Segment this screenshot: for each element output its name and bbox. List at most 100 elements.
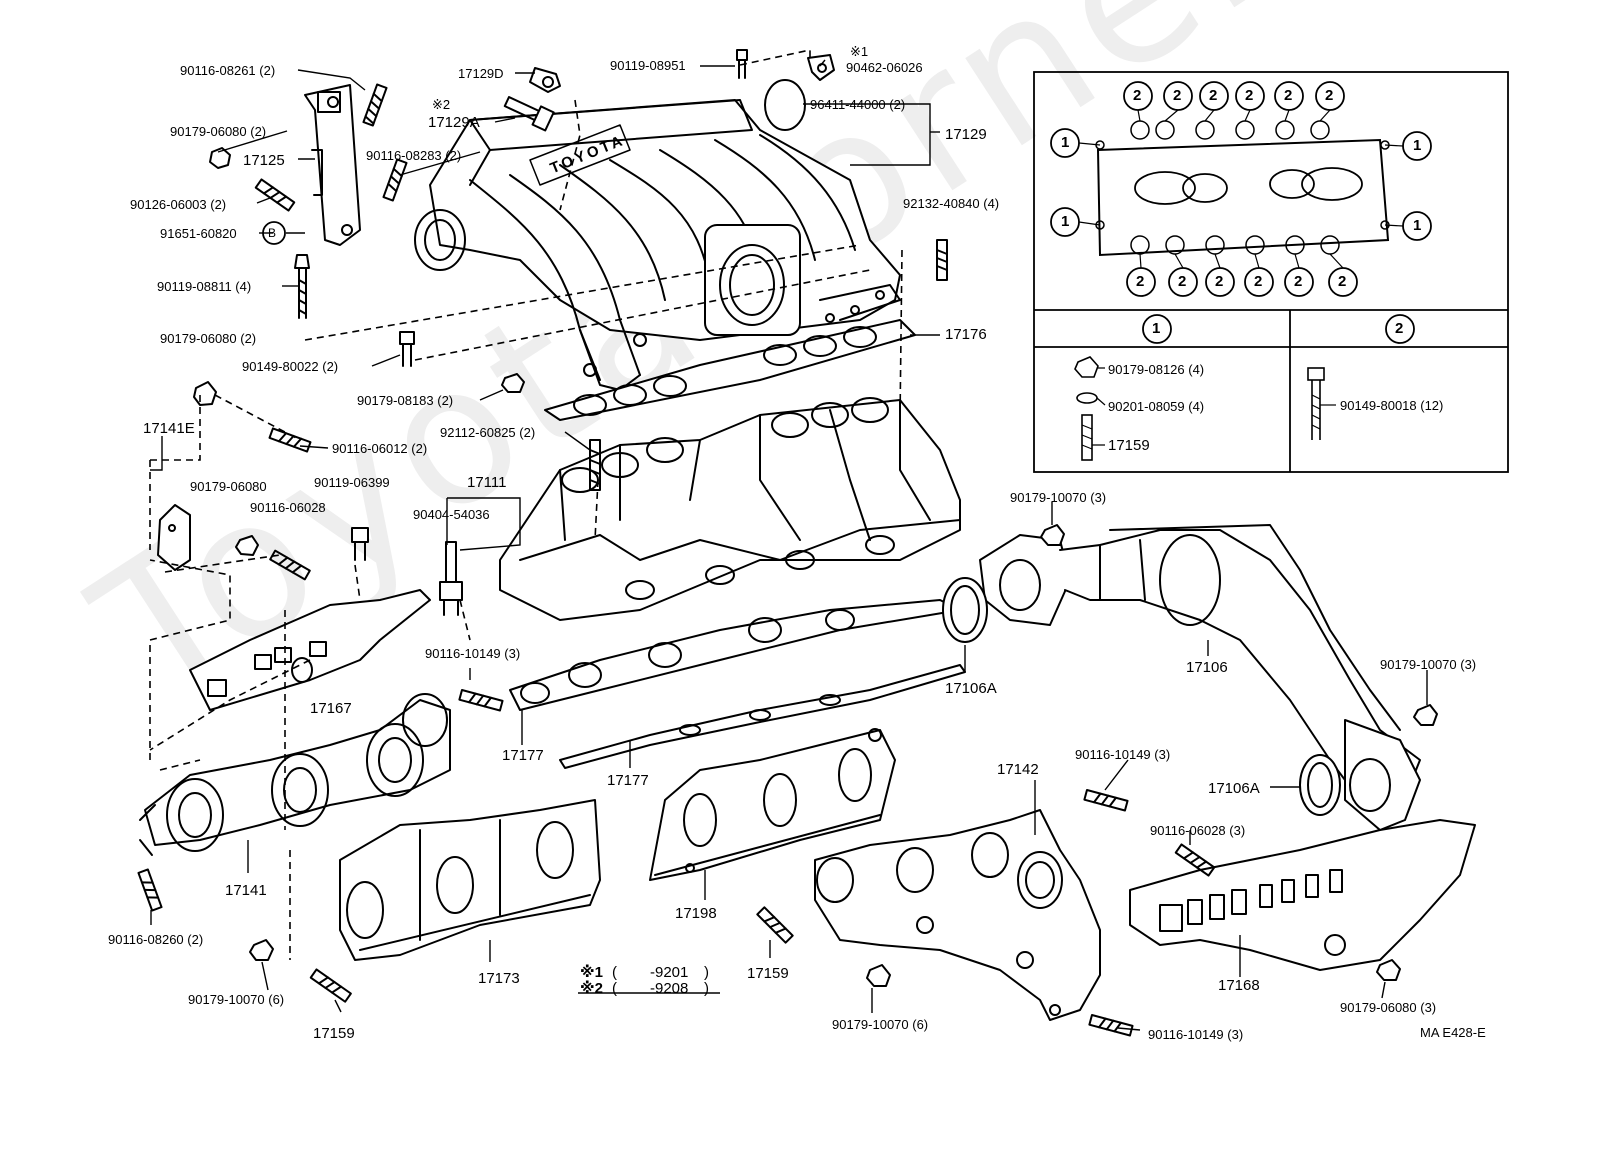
part-label-17141: 17141 (225, 882, 267, 899)
part-label-17159-center: 17159 (747, 965, 789, 982)
part-label-90116-10149-bottom: 90116-10149 (3) (1148, 1027, 1244, 1042)
part-label-90126-06003: 90126-06003 (2) (130, 197, 227, 212)
bolt-90149-80022 (399, 331, 415, 367)
sensor-90404-54036 (439, 541, 463, 616)
heat-shield-17198 (649, 728, 896, 881)
part-label-90462-06026: 90462-06026 (846, 60, 923, 75)
inset-callout-1: 1 (1413, 217, 1422, 234)
part-label-17141E: 17141E (143, 420, 195, 437)
stud-90116-10149-center (458, 688, 504, 712)
footnote-1-mark: ※1 (580, 964, 603, 981)
part-label-90149-80022: 90149-80022 (2) (242, 359, 339, 374)
part-label-90179-06080-top: 90179-06080 (2) (170, 124, 267, 139)
part-label-91651-60820: 91651-60820 (160, 226, 237, 241)
inset-callout-2: 2 (1325, 87, 1334, 104)
clip-90462-06026 (807, 54, 835, 81)
part-label-17168: 17168 (1218, 977, 1260, 994)
footnote-2-mark: ※2 (580, 980, 603, 997)
part-label-17167: 17167 (310, 700, 352, 717)
footnote-1-range: -9201 (650, 964, 689, 981)
nut-90179-06080-top (209, 147, 231, 169)
bolt-90119-08811 (294, 254, 310, 319)
part-label-90116-08261: 90116-08261 (2) (180, 63, 276, 78)
stud-90116-06028-mid (269, 549, 311, 581)
stud-17159-left (309, 968, 352, 1003)
inset-callout-2: 2 (1245, 87, 1254, 104)
gasket-inset-box (262, 71, 1509, 473)
bolt-90119-06399 (351, 527, 369, 561)
ring-gasket-17106A-upper (942, 577, 988, 643)
footnote-2-range: -9208 (650, 980, 689, 997)
part-label-90119-08811: 90119-08811 (4) (157, 279, 252, 294)
part-label-90179-06080-left: 90179-06080 (2) (160, 331, 257, 346)
part-label-90179-06080-right: 90179-06080 (3) (1340, 1000, 1437, 1015)
part-label-17111: 17111 (467, 474, 507, 491)
part-label-17176: 17176 (945, 326, 987, 343)
inset-callout-2: 2 (1215, 273, 1224, 290)
part-label-17106A-upper: 17106A (945, 680, 997, 697)
nut-90179-10070-center (866, 964, 891, 987)
part-label-90179-10070-upper: 90179-10070 (3) (1010, 490, 1107, 505)
nut-90179-10070-left (249, 939, 274, 961)
part-label-90116-06012: 90116-06012 (2) (332, 441, 428, 456)
ring-gasket-17106A-lower (1299, 754, 1341, 816)
footnote-2-close: ) (704, 980, 709, 997)
nut-90179-10070-upper-right (1040, 524, 1065, 546)
nut-90179-06080-left (193, 381, 217, 406)
exhaust-manifold-17141 (139, 693, 451, 856)
callout-B: B (268, 226, 277, 240)
inset-part-17159: 17159 (1108, 437, 1150, 454)
footnote-1-close: ) (704, 964, 709, 981)
bolt-90119-08951 (736, 49, 748, 79)
inset-part-90201-08059: 90201-08059 (4) (1108, 399, 1205, 414)
part-label-90119-08951: 90119-08951 (610, 58, 686, 73)
inset-callout-2: 2 (1284, 87, 1293, 104)
exhaust-manifold-17142 (814, 809, 1101, 1021)
bracket-17125 (304, 84, 361, 246)
part-label-90179-10070-left: 90179-10070 (6) (188, 992, 285, 1007)
part-label-17125: 17125 (243, 152, 285, 169)
intake-plenum-17129 (414, 99, 901, 391)
part-label-90179-08183: 90179-08183 (2) (357, 393, 454, 408)
bolt-17129A (503, 96, 555, 132)
stud-90116-06012 (268, 427, 312, 453)
part-label-96411-44000: 96411-44000 (2) (810, 97, 906, 112)
inset-column-header-2: 2 (1395, 320, 1404, 337)
part-label-90116-06028-mid: 90116-06028 (250, 500, 326, 515)
front-exhaust-pipe-17106 (979, 524, 1421, 831)
part-label-17106A-lower: 17106A (1208, 780, 1260, 797)
inset-column-header-1: 1 (1152, 320, 1161, 337)
intake-manifold-17111 (499, 397, 961, 621)
part-label-17142: 17142 (997, 761, 1039, 778)
inset-callout-2: 2 (1338, 273, 1347, 290)
stud-17159-center (756, 906, 794, 944)
part-label-90404-54036: 90404-54036 (413, 507, 490, 522)
stud-90116-10149-right (1083, 788, 1129, 812)
part-label-90179-10070-right: 90179-10070 (3) (1380, 657, 1477, 672)
stud-92132-40840 (936, 239, 948, 281)
part-label-17129A: 17129A (428, 114, 480, 131)
stud-92112-60825 (589, 439, 601, 491)
heat-insulator-17167 (189, 589, 431, 711)
part-label-90116-10149-center: 90116-10149 (3) (425, 646, 521, 661)
nut-90179-06080-mid (235, 535, 259, 556)
inset-callout-2: 2 (1209, 87, 1218, 104)
inset-part-90179-08126: 90179-08126 (4) (1108, 362, 1205, 377)
inset-callout-1: 1 (1061, 134, 1070, 151)
stud-90116-06028-right (1174, 843, 1216, 877)
plug-cap-96411 (764, 79, 806, 131)
bolt-17129D (529, 67, 561, 93)
part-label-90116-08260: 90116-08260 (2) (108, 932, 204, 947)
part-label-17198: 17198 (675, 905, 717, 922)
part-label-90116-10149-right: 90116-10149 (3) (1075, 747, 1171, 762)
nut-90179-08183 (501, 373, 525, 393)
part-label-17173: 17173 (478, 970, 520, 987)
inset-callout-2: 2 (1136, 273, 1145, 290)
part-label-17129D: 17129D (458, 66, 504, 81)
part-label-90119-06399: 90119-06399 (314, 475, 390, 490)
part-label-17159-left: 17159 (313, 1025, 355, 1042)
inset-part-90149-80018: 90149-80018 (12) (1340, 398, 1444, 413)
part-label-17177-left: 17177 (502, 747, 544, 764)
